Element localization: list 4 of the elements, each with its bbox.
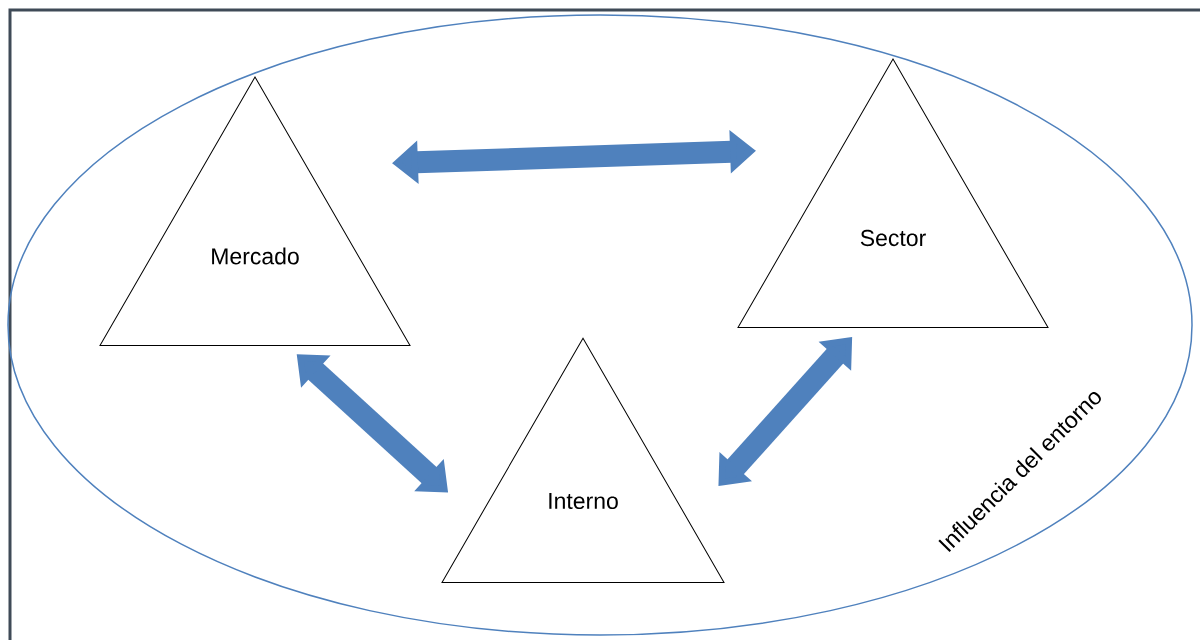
double-arrow <box>718 337 853 486</box>
triangle: Mercado <box>99 76 411 346</box>
triangle: Interno <box>441 337 725 583</box>
triangle: Sector <box>737 58 1049 328</box>
